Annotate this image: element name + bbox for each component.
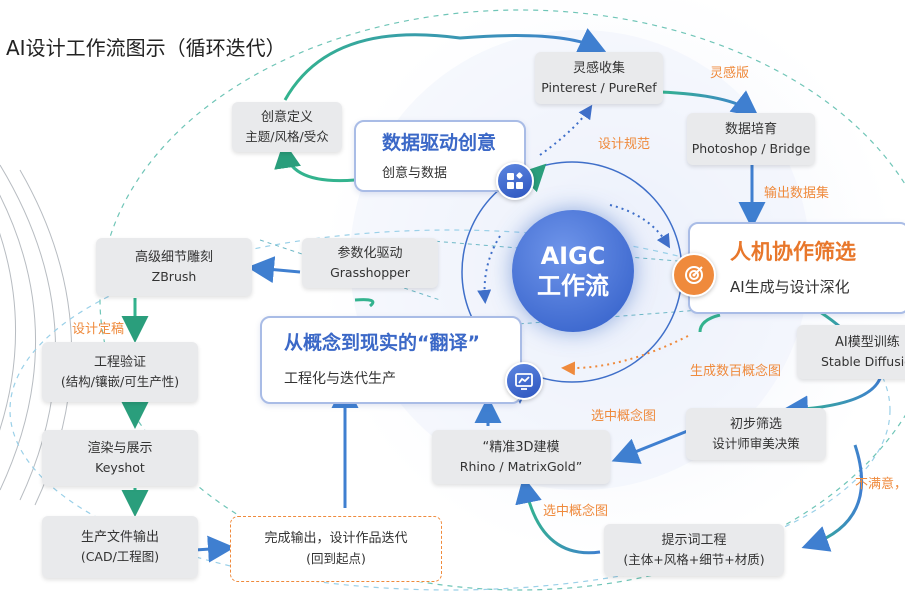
node-data-cultivation-title: 数据培育: [724, 122, 777, 137]
label-unsatisfied: 不满意，: [855, 477, 905, 492]
node-parametric: 参数化驱动 Grasshopper: [302, 238, 438, 288]
node-model-training-title: AI模型训练: [835, 335, 900, 350]
node-parametric-tool: Grasshopper: [330, 265, 410, 280]
label-selected-concept-lower: 选中概念图: [543, 504, 609, 519]
node-parametric-title: 参数化驱动: [337, 246, 403, 261]
node-final-output: 完成输出，设计作品迭代 (回到起点): [230, 516, 442, 582]
label-generate-concepts: 生成数百概念图: [690, 364, 782, 379]
node-sculpting-tool: ZBrush: [151, 269, 197, 284]
node-precise-modeling: “精准3D建模 Rhino / MatrixGold”: [432, 430, 610, 484]
stage-data-driven-subtitle: 创意与数据: [382, 166, 448, 181]
node-rendering: 渲染与展示 Keyshot: [42, 430, 198, 486]
chart-trend-icon: [505, 362, 543, 400]
stage-translate-subtitle: 工程化与迭代生产: [284, 371, 396, 387]
node-data-cultivation: 数据培育 Photoshop / Bridge: [687, 113, 815, 165]
node-model-training-tool: Stable Diffusion: [821, 354, 905, 369]
node-sculpting-title: 高级细节雕刻: [134, 250, 213, 265]
node-prompt-engineering-detail: (主体+风格+细节+材质): [623, 552, 765, 567]
core-subtitle: 工作流: [537, 272, 609, 300]
stage-collab-title: 人机协作筛选: [730, 240, 856, 264]
node-model-training: AI模型训练 Stable Diffusion: [797, 325, 905, 379]
node-engineering-check-detail: (结构/镶嵌/可生产性): [60, 374, 180, 389]
node-prompt-engineering: 提示词工程 (主体+风格+细节+材质): [604, 524, 784, 576]
node-inspiration: 灵感收集 Pinterest / PureRef: [535, 52, 663, 104]
label-selected-concept-upper: 选中概念图: [591, 409, 657, 424]
label-design-finalized: 设计定稿: [72, 322, 125, 337]
node-creative-definition-title: 创意定义: [260, 110, 313, 125]
node-initial-screening-detail: 设计师审美决策: [712, 436, 800, 451]
label-output-dataset: 输出数据集: [764, 186, 830, 201]
node-precise-modeling-title: “精准3D建模: [482, 440, 560, 455]
stage-collab: 人机协作筛选 AI生成与设计深化: [688, 222, 905, 314]
aigc-core: AIGC 工作流: [512, 210, 634, 332]
node-prompt-engineering-title: 提示词工程: [661, 533, 727, 548]
node-final-output-detail: (回到起点): [306, 551, 366, 566]
target-icon: [672, 253, 716, 297]
stage-translate-title: 从概念到现实的“翻译”: [284, 332, 480, 354]
stage-translate: 从概念到现实的“翻译” 工程化与迭代生产: [260, 316, 522, 404]
node-production-output-detail: (CAD/工程图): [80, 549, 160, 564]
node-inspiration-tool: Pinterest / PureRef: [541, 80, 657, 95]
node-production-output: 生产文件输出 (CAD/工程图): [42, 516, 198, 578]
node-data-cultivation-tool: Photoshop / Bridge: [691, 141, 811, 156]
page-title: AI设计工作流图示（循环迭代）: [6, 36, 286, 60]
label-design-spec: 设计规范: [598, 137, 651, 152]
node-final-output-title: 完成输出，设计作品迭代: [264, 531, 408, 546]
apps-icon: [496, 162, 534, 200]
label-mood-board: 灵感版: [710, 66, 750, 81]
node-rendering-title: 渲染与展示: [87, 441, 153, 456]
node-creative-definition-detail: 主题/风格/受众: [245, 129, 329, 144]
node-rendering-tool: Keyshot: [95, 460, 145, 475]
node-engineering-check: 工程验证 (结构/镶嵌/可生产性): [42, 342, 198, 402]
stage-data-driven-title: 数据驱动创意: [382, 132, 497, 154]
node-precise-modeling-tool: Rhino / MatrixGold”: [459, 459, 583, 474]
node-sculpting: 高级细节雕刻 ZBrush: [96, 238, 252, 296]
node-initial-screening: 初步筛选 设计师审美决策: [686, 408, 826, 460]
node-initial-screening-title: 初步筛选: [729, 417, 782, 432]
node-inspiration-title: 灵感收集: [572, 61, 625, 76]
node-engineering-check-title: 工程验证: [93, 355, 146, 370]
core-title: AIGC: [540, 242, 606, 270]
stage-collab-subtitle: AI生成与设计深化: [730, 278, 850, 296]
node-production-output-title: 生产文件输出: [80, 530, 159, 545]
node-creative-definition: 创意定义 主题/风格/受众: [232, 102, 342, 152]
